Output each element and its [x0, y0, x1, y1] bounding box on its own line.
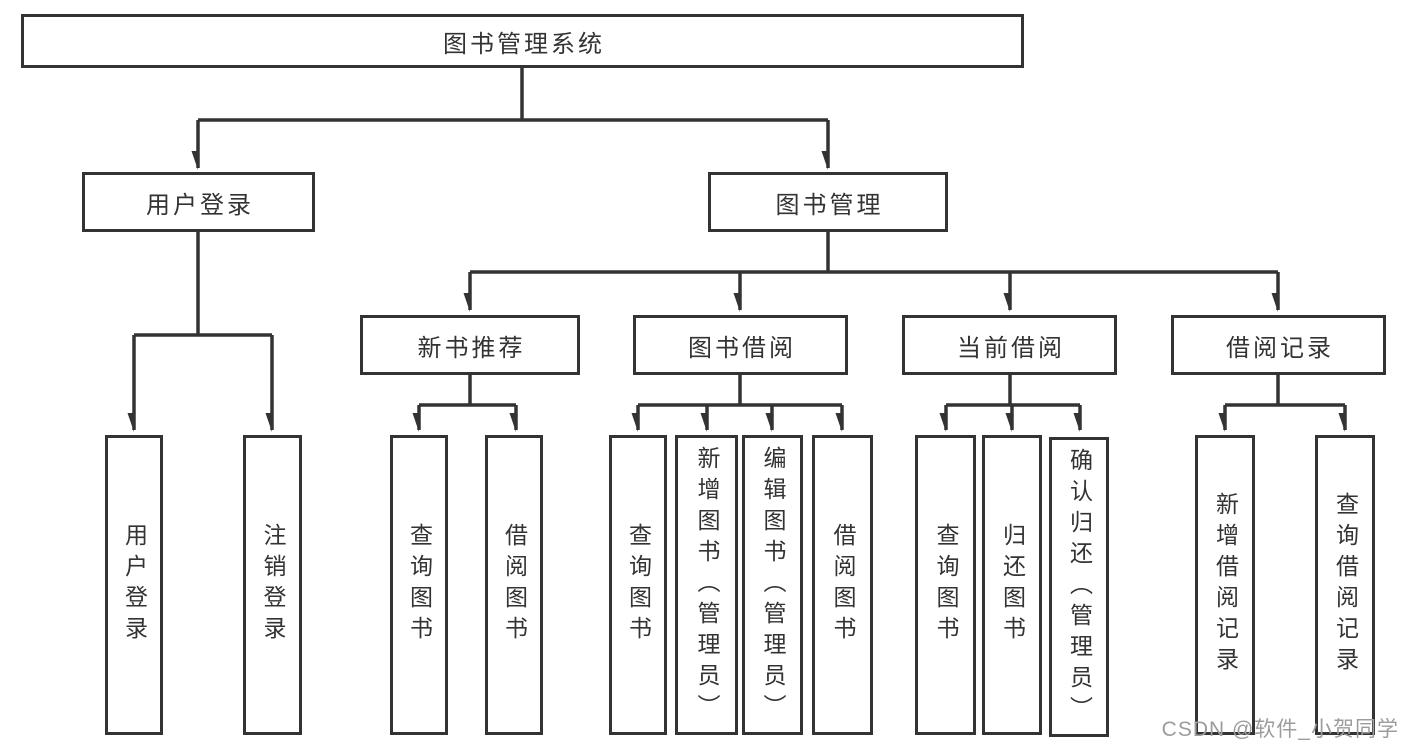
leaf-query-books-borrow: 查询图书	[609, 435, 667, 735]
node-current-borrow-label: 当前借阅	[957, 334, 1065, 362]
leaf-query-borrow-record: 查询借阅记录	[1315, 435, 1375, 735]
leaf-query-books-borrow-label: 查询图书	[625, 523, 652, 647]
leaf-add-books-admin: 新增图书（管理员）	[675, 435, 738, 735]
node-user-login: 用户登录	[82, 172, 315, 232]
node-borrow-records: 借阅记录	[1171, 315, 1386, 375]
leaf-add-borrow-record: 新增借阅记录	[1195, 435, 1255, 735]
node-book-borrow: 图书借阅	[633, 315, 848, 375]
leaf-add-books-admin-label: 新增图书（管理员）	[694, 445, 720, 725]
leaf-return-books-label: 归还图书	[999, 523, 1026, 647]
leaf-edit-books-admin: 编辑图书（管理员）	[742, 435, 803, 735]
leaf-borrow-books-borrow: 借阅图书	[812, 435, 873, 735]
leaf-edit-books-admin-label: 编辑图书（管理员）	[760, 445, 786, 725]
leaf-query-borrow-record-label: 查询借阅记录	[1332, 492, 1359, 678]
leaf-query-books-recommend: 查询图书	[390, 435, 448, 735]
leaf-query-books-recommend-label: 查询图书	[406, 523, 433, 647]
leaf-query-books-current: 查询图书	[915, 435, 976, 735]
node-current-borrow: 当前借阅	[902, 315, 1117, 375]
leaf-confirm-return-admin-label: 确认归还（管理员）	[1066, 447, 1093, 727]
node-root-label: 图书管理系统	[443, 30, 605, 58]
node-book-management: 图书管理	[708, 172, 948, 232]
leaf-borrow-books-borrow-label: 借阅图书	[830, 523, 856, 647]
leaf-confirm-return-admin: 确认归还（管理员）	[1049, 437, 1109, 737]
leaf-query-books-current-label: 查询图书	[933, 523, 959, 647]
leaf-user-login-label: 用户登录	[121, 523, 148, 647]
leaf-user-login: 用户登录	[105, 435, 163, 735]
leaf-borrow-books-recommend: 借阅图书	[485, 435, 543, 735]
leaf-logout-login-label: 注销登录	[260, 523, 286, 647]
leaf-borrow-books-recommend-label: 借阅图书	[501, 523, 528, 647]
leaf-return-books: 归还图书	[982, 435, 1042, 735]
csdn-watermark: CSDN @软件_小贺同学	[1161, 718, 1399, 741]
node-root: 图书管理系统	[21, 14, 1024, 68]
node-borrow-records-label: 借阅记录	[1226, 334, 1334, 362]
node-user-login-label: 用户登录	[146, 191, 254, 219]
node-new-book-recommend-label: 新书推荐	[417, 334, 526, 362]
leaf-logout-login: 注销登录	[243, 435, 302, 735]
node-book-management-label: 图书管理	[775, 191, 884, 219]
leaf-add-borrow-record-label: 新增借阅记录	[1212, 492, 1239, 678]
node-new-book-recommend: 新书推荐	[360, 315, 580, 375]
node-book-borrow-label: 图书借阅	[688, 334, 796, 362]
